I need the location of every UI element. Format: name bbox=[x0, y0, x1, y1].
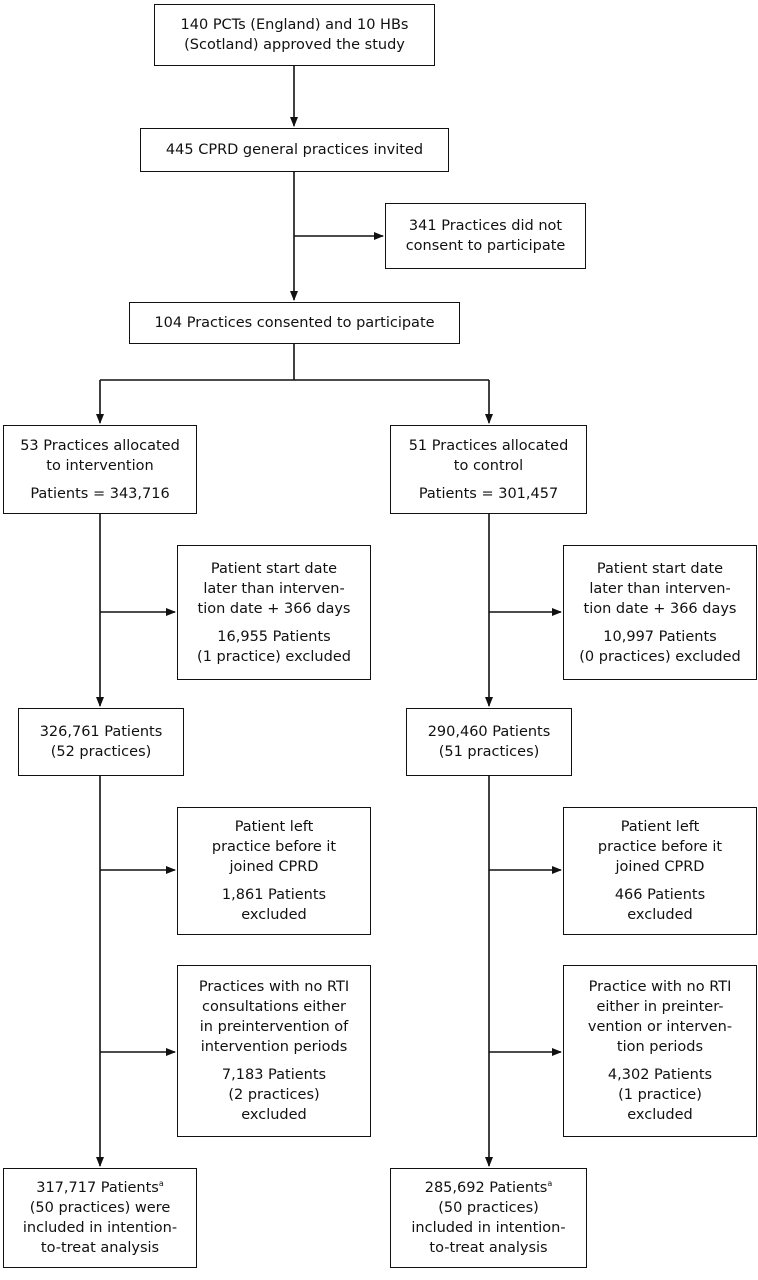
control-excl-start-detail-1: 10,997 Patients bbox=[603, 628, 717, 645]
control-final-line-4: to-treat analysis bbox=[429, 1240, 548, 1256]
intervention-excl-start-detail-2: (1 practice) excluded bbox=[197, 648, 351, 665]
intervention-excl-start-box: Patient start date later than interven- … bbox=[177, 545, 371, 680]
intervention-patients-count: Patients = 343,716 bbox=[30, 485, 170, 502]
approved-box: 140 PCTs (England) and 10 HBs (Scotland)… bbox=[154, 4, 435, 66]
intervention-remaining-line-1: 326,761 Patients bbox=[39, 724, 163, 740]
invited-line-1: 445 CPRD general practices invited bbox=[165, 142, 424, 158]
invited-box: 445 CPRD general practices invited bbox=[140, 128, 449, 172]
control-remaining-line-1: 290,460 Patients bbox=[427, 724, 551, 740]
control-excl-rti-detail-2: (1 practice) bbox=[618, 1087, 702, 1103]
control-remaining-line-2: (51 practices) bbox=[438, 744, 540, 760]
intervention-excl-left-line-2: practice before it bbox=[211, 839, 337, 855]
control-excl-left-line-3: joined CPRD bbox=[615, 859, 705, 875]
intervention-excl-left-detail-2: excluded bbox=[241, 907, 307, 923]
control-allocated-box: 51 Practices allocated to control Patien… bbox=[390, 425, 587, 514]
intervention-excl-rti-line-2: consultations either bbox=[201, 999, 347, 1015]
intervention-excl-rti-detail-1: 7,183 Patients bbox=[221, 1067, 327, 1083]
control-final-line-1: 285,692 Patientsa bbox=[425, 1178, 553, 1198]
control-excl-rti-line-3: vention or interven- bbox=[587, 1019, 733, 1035]
control-remaining-box: 290,460 Patients (51 practices) bbox=[406, 708, 572, 776]
control-excl-start-line-1: Patient start date bbox=[596, 560, 724, 577]
intervention-final-line-4: to-treat analysis bbox=[40, 1240, 160, 1256]
control-excl-start-box: Patient start date later than interven- … bbox=[563, 545, 757, 680]
control-excl-rti-box: Practice with no RTI either in preinter-… bbox=[563, 965, 757, 1137]
intervention-final-line-2: (50 practices) were bbox=[29, 1200, 171, 1216]
control-allocated-line-1: 51 Practices allocated bbox=[408, 437, 569, 454]
intervention-excl-rti-detail-3: excluded bbox=[241, 1107, 307, 1123]
not-consent-line-1: 341 Practices did not bbox=[408, 218, 563, 234]
control-patients-count: Patients = 301,457 bbox=[418, 485, 559, 502]
intervention-excl-start-detail-1: 16,955 Patients bbox=[217, 628, 331, 645]
consented-box: 104 Practices consented to participate bbox=[129, 302, 460, 344]
intervention-final-line-1: 317,717 Patientsa bbox=[36, 1178, 164, 1198]
intervention-excl-start-line-1: Patient start date bbox=[210, 560, 338, 577]
intervention-excl-left-detail-1: 1,861 Patients bbox=[221, 887, 327, 903]
not-consent-box: 341 Practices did not consent to partici… bbox=[385, 203, 586, 269]
intervention-excl-rti-line-4: intervention periods bbox=[200, 1039, 348, 1055]
intervention-excl-rti-line-1: Practices with no RTI bbox=[198, 979, 350, 995]
control-excl-left-line-1: Patient left bbox=[620, 819, 700, 835]
intervention-excl-left-line-1: Patient left bbox=[234, 819, 314, 835]
approved-line-2: (Scotland) approved the study bbox=[184, 37, 405, 53]
control-excl-left-line-2: practice before it bbox=[597, 839, 723, 855]
approved-line-1: 140 PCTs (England) and 10 HBs bbox=[180, 17, 409, 33]
control-final-line-2: (50 practices) bbox=[438, 1200, 539, 1216]
intervention-allocated-line-2: to intervention bbox=[46, 457, 154, 474]
intervention-excl-left-box: Patient left practice before it joined C… bbox=[177, 807, 371, 935]
intervention-remaining-box: 326,761 Patients (52 practices) bbox=[18, 708, 184, 776]
control-excl-start-detail-2: (0 practices) excluded bbox=[579, 648, 741, 665]
intervention-final-count: 317,717 Patients bbox=[36, 1180, 159, 1196]
intervention-excl-rti-detail-2: (2 practices) bbox=[228, 1087, 320, 1103]
intervention-final-footnote: a bbox=[158, 1179, 164, 1189]
control-final-footnote: a bbox=[547, 1179, 553, 1189]
control-excl-left-box: Patient left practice before it joined C… bbox=[563, 807, 757, 935]
control-excl-start-line-2: later than interven- bbox=[589, 580, 731, 597]
control-excl-rti-detail-1: 4,302 Patients bbox=[607, 1067, 713, 1083]
control-excl-start-line-3: tion date + 366 days bbox=[583, 600, 737, 617]
intervention-remaining-line-2: (52 practices) bbox=[50, 744, 152, 760]
control-excl-rti-detail-3: excluded bbox=[627, 1107, 693, 1123]
control-final-box: 285,692 Patientsa (50 practices) include… bbox=[390, 1168, 587, 1268]
control-excl-left-detail-1: 466 Patients bbox=[614, 887, 706, 903]
control-allocated-line-2: to control bbox=[453, 457, 524, 474]
intervention-allocated-box: 53 Practices allocated to intervention P… bbox=[3, 425, 197, 514]
control-final-line-3: included in intention- bbox=[411, 1220, 566, 1236]
intervention-final-box: 317,717 Patientsa (50 practices) were in… bbox=[3, 1168, 197, 1268]
intervention-excl-start-line-2: later than interven- bbox=[203, 580, 345, 597]
consented-line-1: 104 Practices consented to participate bbox=[154, 315, 435, 331]
control-excl-rti-line-1: Practice with no RTI bbox=[588, 979, 732, 995]
intervention-allocated-line-1: 53 Practices allocated bbox=[20, 437, 180, 454]
intervention-excl-rti-box: Practices with no RTI consultations eith… bbox=[177, 965, 371, 1137]
control-excl-left-detail-2: excluded bbox=[627, 907, 693, 923]
control-excl-rti-line-2: either in preinter- bbox=[596, 999, 724, 1015]
intervention-final-line-3: included in intention- bbox=[22, 1220, 178, 1236]
control-final-count: 285,692 Patients bbox=[424, 1180, 548, 1196]
control-excl-rti-line-4: tion periods bbox=[616, 1039, 704, 1055]
intervention-excl-rti-line-3: in preintervention of bbox=[199, 1019, 349, 1035]
intervention-excl-start-line-3: tion date + 366 days bbox=[197, 600, 351, 617]
intervention-excl-left-line-3: joined CPRD bbox=[229, 859, 319, 875]
not-consent-line-2: consent to participate bbox=[405, 238, 566, 254]
